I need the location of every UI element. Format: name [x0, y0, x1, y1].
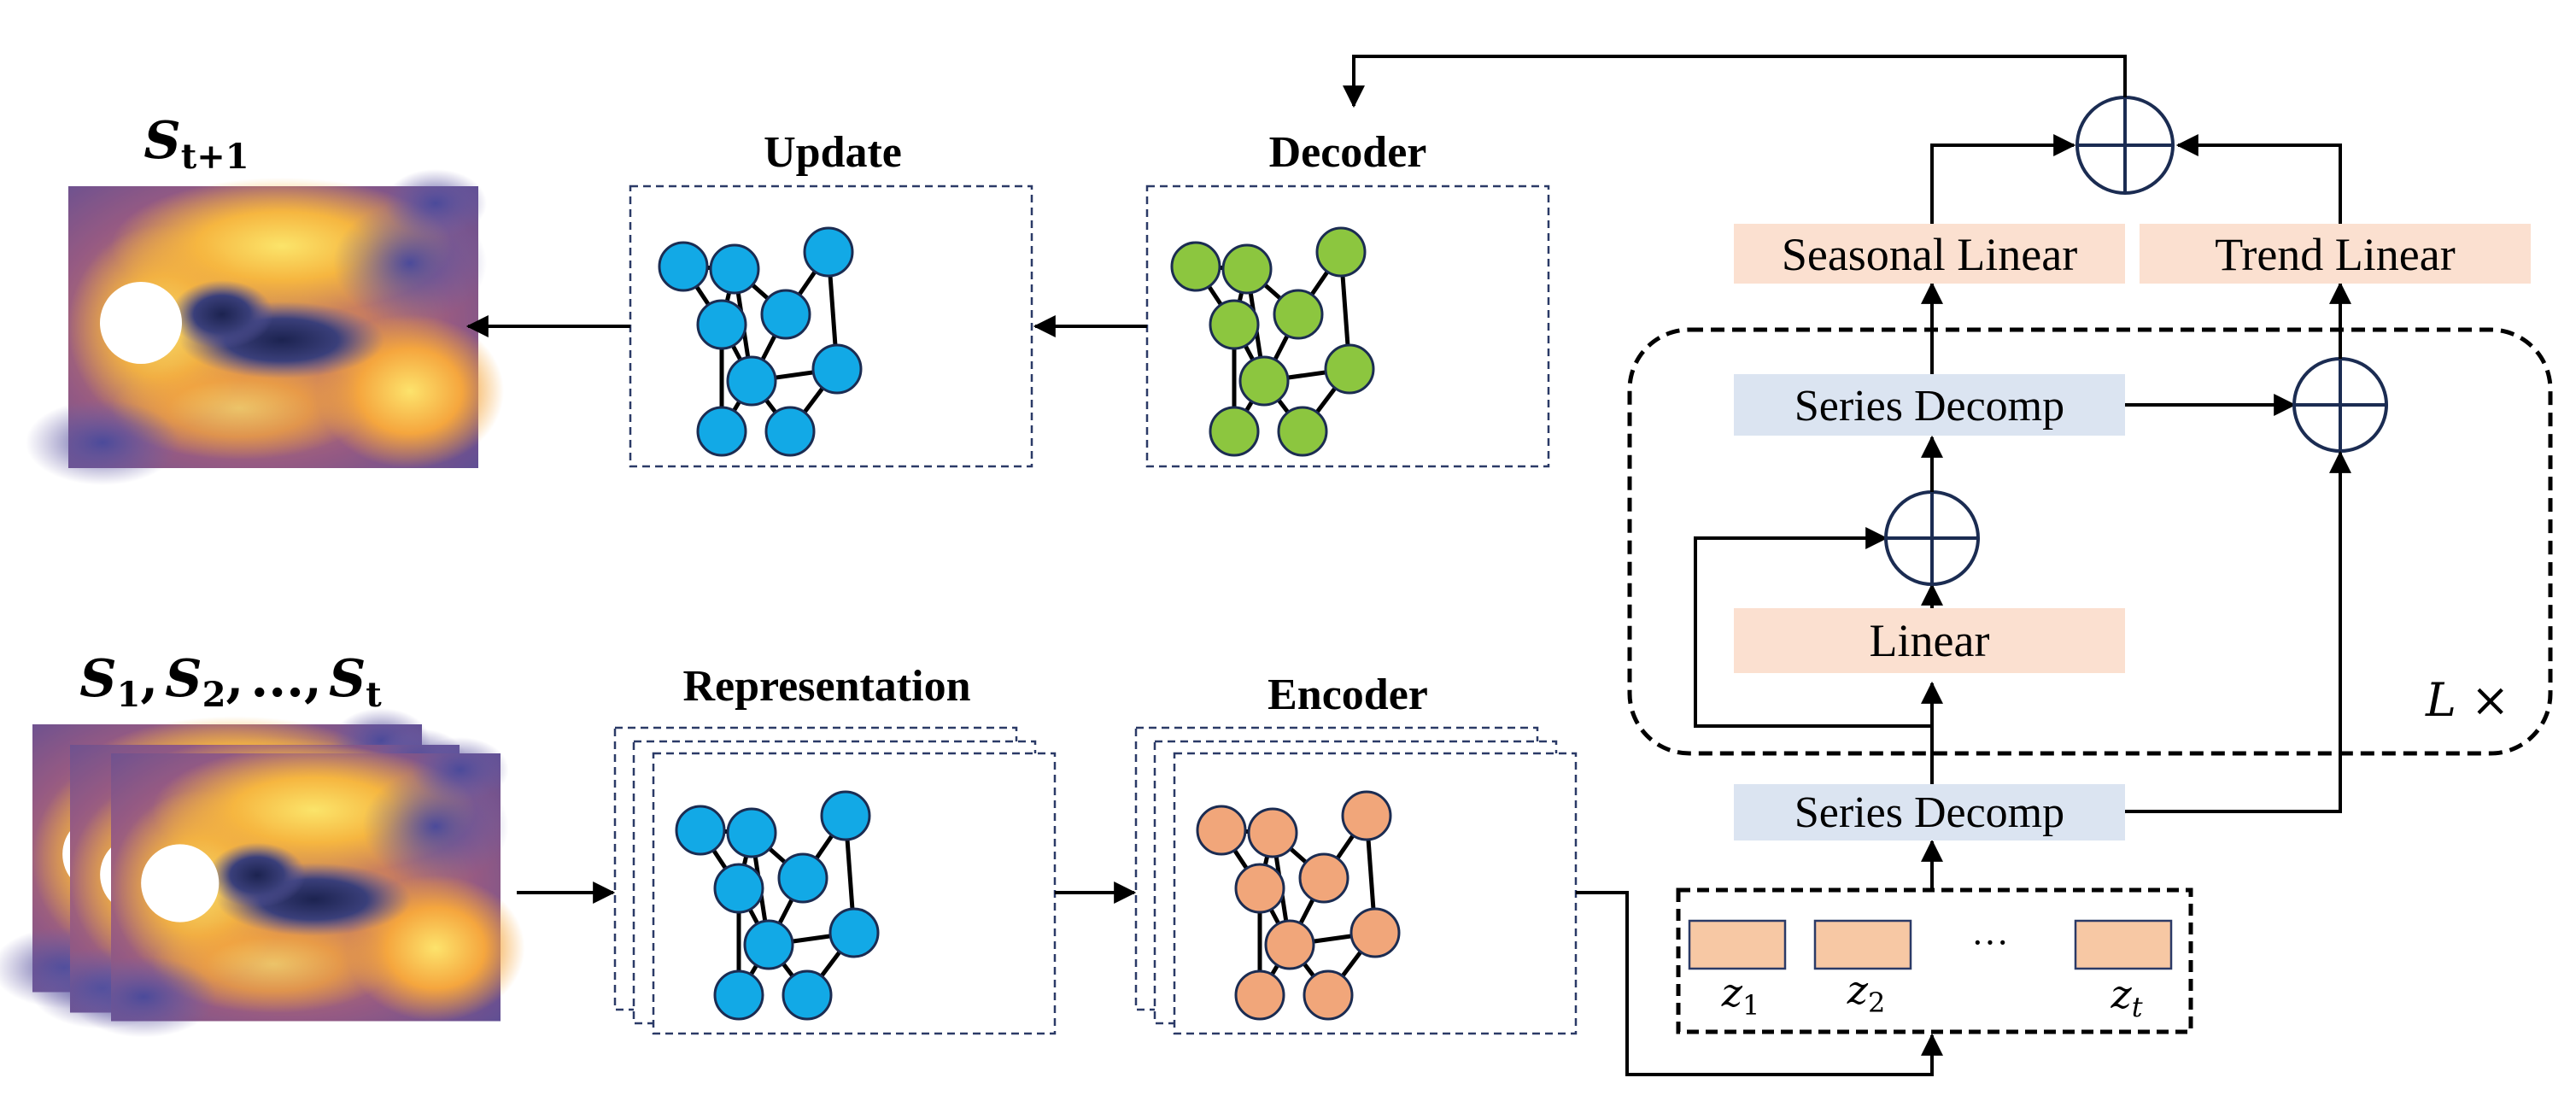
graph-node [1349, 907, 1401, 958]
token-z2 [1813, 919, 1912, 970]
series-decomp-inner-label: Series Decomp [1794, 382, 2064, 430]
graph-node [760, 289, 811, 340]
series-decomp-outer-label: Series Decomp [1794, 788, 2064, 837]
update-label: Update [764, 128, 902, 177]
token-ellipsis: ··· [1971, 922, 2009, 964]
graph-node [1221, 243, 1273, 295]
graph-node [1234, 969, 1285, 1021]
graph-node [777, 852, 828, 904]
graph-node [696, 299, 747, 350]
graph-node [1247, 807, 1298, 858]
graph-node [820, 790, 871, 841]
trend-linear-box [2140, 224, 2531, 284]
repeat-block [1627, 327, 2553, 756]
graph-node [709, 243, 760, 295]
token-zt [2074, 919, 2173, 970]
graph-node [1273, 289, 1324, 340]
residual-skip-arrow [1694, 527, 1932, 728]
graph-node [1209, 299, 1260, 350]
graph-node [1209, 406, 1260, 457]
graph-node [1196, 805, 1247, 856]
token-z2-label: z2 [1847, 967, 1886, 1019]
output-sum-icon [2075, 96, 2175, 195]
graph-node [658, 241, 709, 292]
graph-node [764, 406, 816, 457]
residual-sum-icon [1884, 490, 1980, 586]
encoder-label: Encoder [1268, 671, 1428, 719]
token-z1 [1688, 919, 1787, 970]
decoder-graph-nodes [1170, 226, 1375, 457]
seasonal-to-output-sum-arrow [1930, 134, 2076, 224]
linear-label: Linear [1870, 615, 1990, 666]
graph-node [803, 226, 854, 278]
graph-node [1303, 969, 1354, 1021]
token-zt-label: zt [2110, 971, 2142, 1023]
seasonal-linear-label: Seasonal Linear [1782, 229, 2077, 280]
representation-label: Representation [682, 662, 970, 711]
decoder-graph [1170, 226, 1375, 457]
decoder-label: Decoder [1269, 128, 1427, 177]
graph-node [726, 355, 777, 407]
graph-node [1170, 241, 1221, 292]
graph-node [713, 863, 764, 914]
state-sequence-field-stack [0, 708, 525, 1038]
graph-node [782, 969, 833, 1021]
update-graph-nodes [658, 226, 863, 457]
trend-sum-icon [2292, 357, 2388, 453]
token-z1-label: z1 [1721, 969, 1760, 1022]
graph-node [743, 919, 794, 970]
graph-node [1298, 852, 1349, 904]
graph-node [1315, 226, 1367, 278]
graph-node [1341, 790, 1392, 841]
encoder-graph [1196, 790, 1401, 1021]
graph-node [811, 343, 863, 395]
trend-linear-label: Trend Linear [2215, 229, 2455, 280]
series-decomp-outer-box [1734, 784, 2125, 840]
representation-graph-nodes [675, 790, 880, 1021]
next-state-field-image [26, 169, 504, 485]
graph-node [713, 969, 764, 1021]
repeat-label: L × [2425, 673, 2509, 727]
encoder-graph-nodes [1196, 790, 1401, 1021]
graph-node [828, 907, 880, 958]
series-decomp-inner-box [1734, 374, 2125, 436]
representation-graph [675, 790, 880, 1021]
graph-node [1234, 863, 1285, 914]
next-state-label: St+1 [143, 111, 249, 177]
graph-node [696, 406, 747, 457]
outer-decomp-to-trend-sum-arrow [2125, 450, 2351, 813]
trend-to-output-sum-arrow [2175, 134, 2342, 224]
graph-node [726, 807, 777, 858]
state-sequence-label: S1,S2,...,St [79, 649, 382, 715]
graph-node [1324, 343, 1375, 395]
graph-node [1264, 919, 1315, 970]
output-to-decoder-arrow [1343, 55, 2127, 108]
seasonal-linear-box [1734, 224, 2125, 284]
update-graph [658, 226, 863, 457]
graph-node [675, 805, 726, 856]
graph-node [1238, 355, 1290, 407]
encoder-to-tokens-arrow [1576, 891, 1943, 1076]
graph-node [1277, 406, 1328, 457]
linear-box [1734, 608, 2125, 673]
